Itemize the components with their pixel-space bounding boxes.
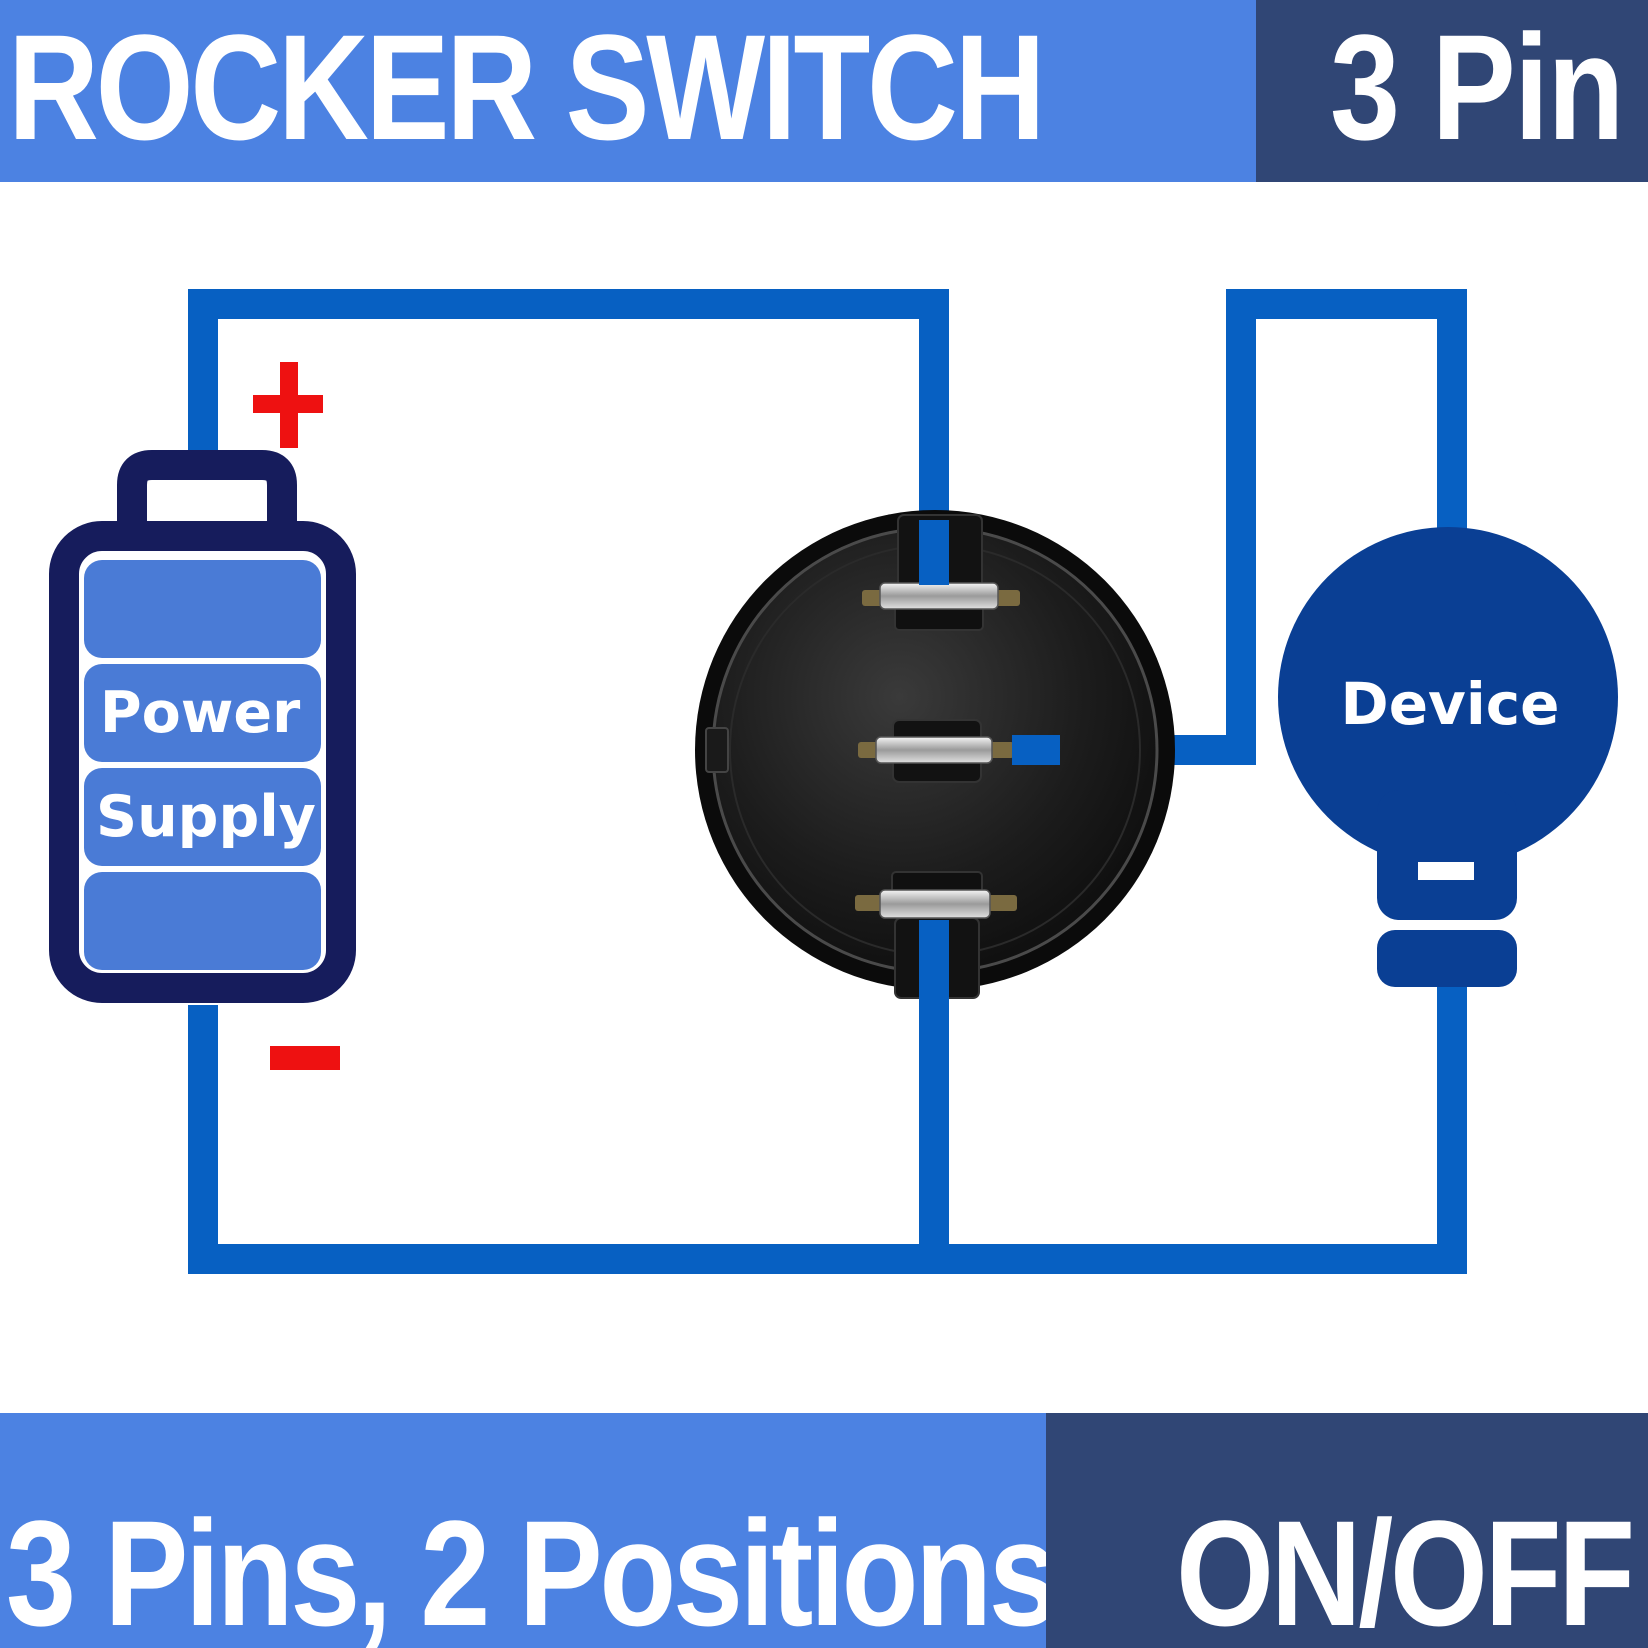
battery-icon: Power Supply: [49, 450, 356, 1003]
switch-terminal-middle: [858, 719, 1014, 783]
battery-cell: [84, 560, 321, 658]
pin-count-label: 3 Pin: [1330, 3, 1624, 171]
minus-icon: [270, 1046, 340, 1070]
header-pin-band: 3 Pin: [1256, 0, 1648, 182]
device-label: Device: [1341, 670, 1560, 738]
battery-label-line1: Power: [100, 680, 300, 746]
battery-cell: [84, 872, 321, 970]
rocker-switch-image: [695, 510, 1175, 999]
battery-label-line2: Supply: [96, 784, 316, 850]
battery-cell: [84, 768, 321, 866]
footer-spec-label: 3 Pins, 2 Positions: [6, 1489, 1046, 1648]
plus-icon: [253, 362, 323, 448]
footer-mode-label: ON/OFF: [1176, 1489, 1635, 1648]
battery-cell: [84, 664, 321, 762]
footer-mode-band: ON/OFF: [1046, 1413, 1648, 1648]
wire-terminal-leads: [919, 520, 1060, 1000]
wire-negative: [188, 917, 949, 1274]
header-title-band: ROCKER SWITCH: [0, 0, 1256, 182]
wire-positive: [188, 289, 949, 590]
footer-spec-band: 3 Pins, 2 Positions: [0, 1413, 1046, 1648]
wire-device-return: [934, 982, 1467, 1274]
header-title: ROCKER SWITCH: [8, 3, 1046, 171]
device-bulb-icon: Device: [1278, 527, 1618, 987]
wires: [188, 289, 1467, 1274]
